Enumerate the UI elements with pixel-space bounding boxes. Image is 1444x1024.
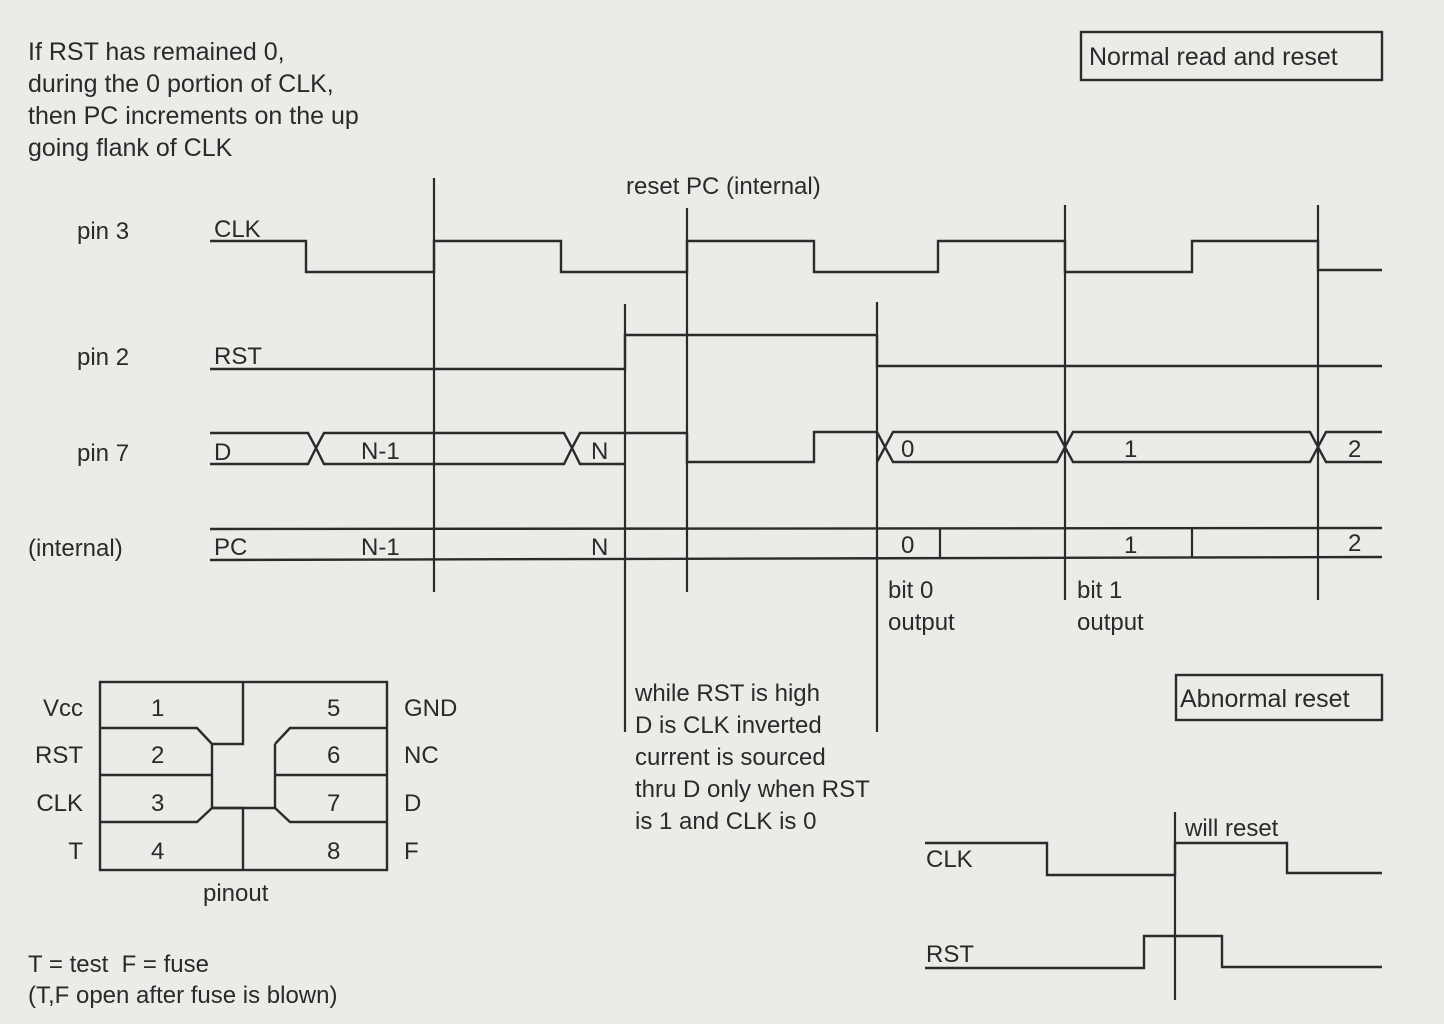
- waveform-clk: [210, 239, 1382, 274]
- pc-value: N-1: [361, 534, 400, 561]
- pin-number: 3: [151, 790, 164, 817]
- d-bits-top: [875, 430, 1382, 450]
- bit1-label: output: [1077, 609, 1144, 636]
- note-line: going flank of CLK: [28, 134, 233, 162]
- pc-bus-top: [209, 526, 1383, 531]
- signal-name-pc: PC: [214, 534, 247, 561]
- pinout-contact-edges: [210, 682, 245, 870]
- note-line: thru D only when RST: [635, 776, 870, 803]
- pin-number: 4: [151, 838, 164, 865]
- pin-number: 1: [151, 695, 164, 722]
- waveform-rst: [210, 333, 1382, 371]
- legend-line: T = test F = fuse: [28, 951, 209, 978]
- signal-name-d: D: [214, 439, 231, 466]
- pin-name: CLK: [36, 790, 83, 817]
- annotation-reset-pc: reset PC (internal): [626, 173, 821, 200]
- pinout-pad-edge: [100, 726, 213, 745]
- pin-name: RST: [35, 742, 83, 769]
- abnormal-reset-diagram: Abnormal reset will reset CLK RST: [925, 673, 1384, 1000]
- pc-value: N: [591, 534, 608, 561]
- d-value: 1: [1124, 436, 1137, 463]
- pin-label-clk: pin 3: [77, 218, 129, 245]
- waveform-d: N-1 N 0 1 2: [210, 430, 1382, 466]
- d-bus-bottom: [210, 445, 625, 466]
- pin-name: D: [404, 790, 421, 817]
- pin-number: 5: [327, 695, 340, 722]
- signal-name-clk: CLK: [214, 216, 261, 243]
- d-bus-top: [210, 431, 687, 451]
- waveform-pc: N-1 N 0 1 2: [209, 526, 1383, 562]
- pin-label-pc: (internal): [28, 535, 123, 562]
- title-box-normal: Normal read and reset: [1079, 30, 1384, 82]
- note-line: is 1 and CLK is 0: [635, 808, 816, 835]
- d-value: 0: [901, 436, 914, 463]
- d-value: 2: [1348, 436, 1361, 463]
- d-bits-bottom: [875, 444, 1382, 464]
- d-value: N: [591, 438, 608, 465]
- bit0-label: bit 0: [888, 577, 933, 604]
- note-line: D is CLK inverted: [635, 712, 822, 739]
- note-line: If RST has remained 0,: [28, 38, 285, 66]
- pc-bus-bottom: [209, 555, 1383, 562]
- pinout-diagram: 1 2 3 4 5 6 7 8 Vcc RST CLK T GND NC D F…: [35, 680, 457, 907]
- title-abnormal-reset: Abnormal reset: [1180, 685, 1350, 713]
- pin-name: F: [404, 838, 419, 865]
- abnormal-signal-name-clk: CLK: [926, 846, 973, 873]
- bit1-label: bit 1: [1077, 577, 1122, 604]
- note-line: during the 0 portion of CLK,: [28, 70, 334, 98]
- pc-value: 1: [1124, 532, 1137, 559]
- abnormal-signal-name-rst: RST: [926, 941, 974, 968]
- note-line: current is sourced: [635, 744, 826, 771]
- title-normal-read-reset: Normal read and reset: [1089, 43, 1338, 71]
- note-line: while RST is high: [634, 680, 820, 707]
- note-line: then PC increments on the up: [28, 102, 359, 130]
- pin-label-rst: pin 2: [77, 344, 129, 371]
- bit0-label: output: [888, 609, 955, 636]
- title-box-border: [1174, 673, 1384, 722]
- pin-number: 8: [327, 838, 340, 865]
- pinout-pad-edge: [100, 807, 213, 824]
- pinout-pad-edge: [274, 726, 387, 745]
- pc-value: 0: [901, 532, 914, 559]
- d-clk-inverted: [685, 430, 877, 464]
- abnormal-waveform-rst: [925, 934, 1382, 970]
- pin-number: 7: [327, 790, 340, 817]
- pin-name: GND: [404, 695, 457, 722]
- pin-name: T: [68, 838, 83, 865]
- pin-name: NC: [404, 742, 439, 769]
- annotation-will-reset: will reset: [1184, 815, 1279, 842]
- note-rst-high: while RST is high D is CLK inverted curr…: [634, 680, 870, 835]
- pin-number: 6: [327, 742, 340, 769]
- signal-name-rst: RST: [214, 343, 262, 370]
- pinout-caption: pinout: [203, 880, 269, 907]
- pinout-pad-edge: [274, 807, 387, 824]
- pin-number: 2: [151, 742, 164, 769]
- pin-name: Vcc: [43, 695, 83, 722]
- legend-line: (T,F open after fuse is blown): [28, 982, 337, 1009]
- d-value: N-1: [361, 438, 400, 465]
- note-pc-increment: If RST has remained 0, during the 0 port…: [28, 38, 359, 162]
- title-box-border: [1079, 30, 1384, 82]
- pin-label-d: pin 7: [77, 440, 129, 467]
- pc-value: 2: [1348, 530, 1361, 557]
- abnormal-waveform-clk: [925, 841, 1382, 877]
